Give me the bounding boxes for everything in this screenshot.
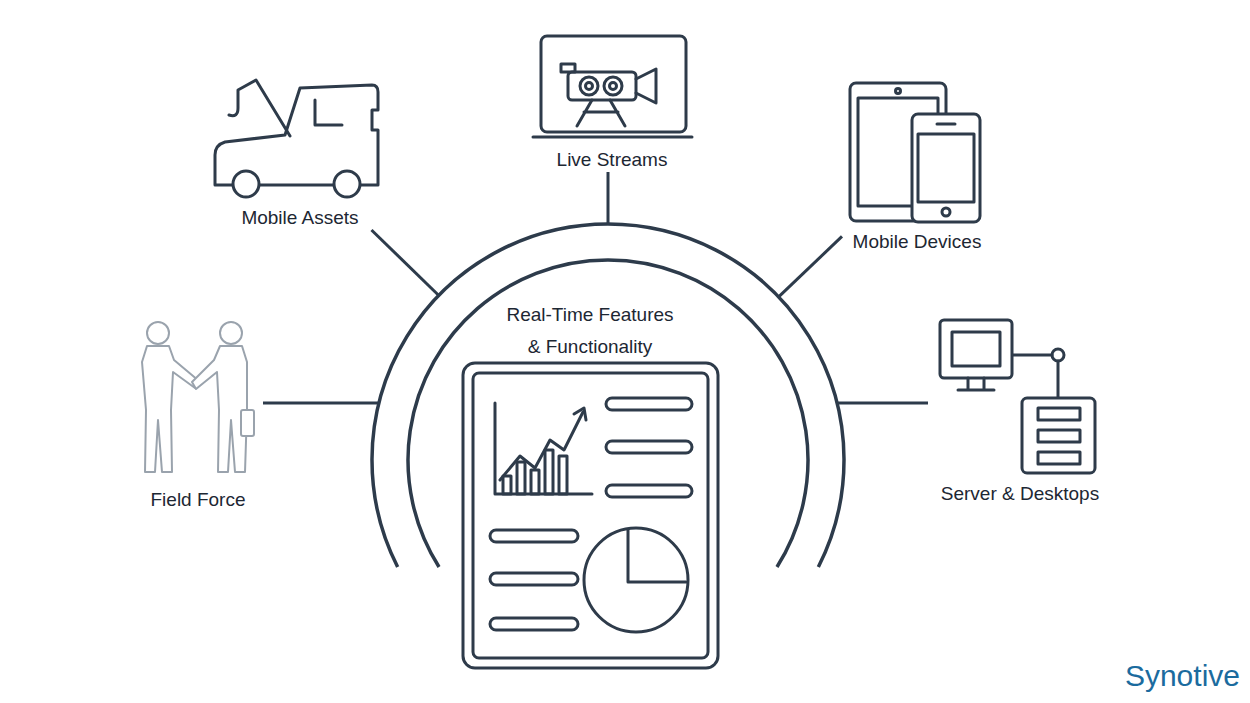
dashboard-icon	[463, 363, 718, 668]
hub-arc-shape	[363, 215, 853, 703]
node-label: Server & Desktops	[941, 482, 1099, 506]
handshake-icon	[142, 322, 254, 472]
icon-node: Mobile Assets	[210, 78, 390, 230]
logo-text: Synotive	[1125, 659, 1240, 693]
server-icon	[940, 320, 1095, 473]
node-label: Live Streams	[557, 148, 668, 172]
connector-line	[779, 236, 842, 297]
camera-icon	[533, 36, 692, 137]
devices-icon	[850, 83, 980, 222]
icon-node: Field Force	[133, 316, 263, 512]
connector-line	[607, 172, 610, 224]
truck-icon	[215, 80, 378, 197]
icon-node: Mobile Devices	[842, 78, 992, 254]
icon-node: Server & Desktops	[928, 314, 1112, 506]
node-label: Mobile Assets	[241, 206, 358, 230]
arc-outline	[408, 260, 808, 567]
arc-outline	[372, 224, 844, 567]
connector-line	[837, 402, 928, 405]
connector-line	[263, 402, 379, 405]
node-label: Field Force	[150, 488, 245, 512]
node-label: Mobile Devices	[853, 230, 982, 254]
icon-node: Live Streams	[528, 28, 696, 172]
node-label: Real-Time Features & Functionality	[502, 299, 678, 363]
hub-arc: Real-Time Features & Functionality	[363, 215, 853, 703]
connector-line	[371, 230, 438, 295]
